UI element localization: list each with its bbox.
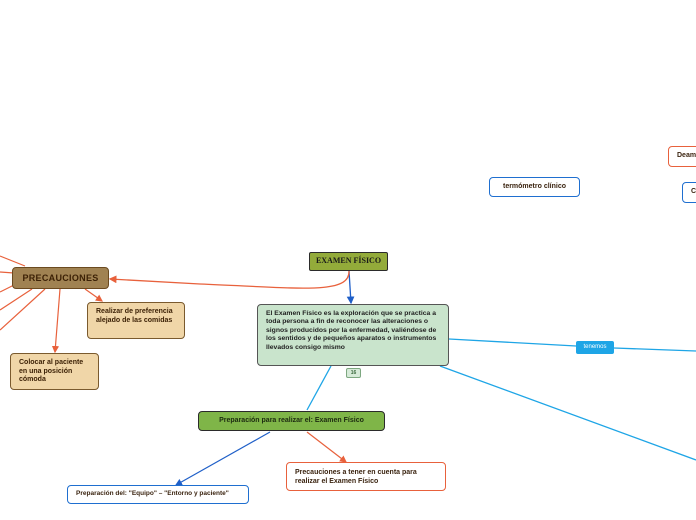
precauciones-label: PRECAUCIONES xyxy=(22,272,99,283)
colocar-label: Colocar al paciente en una posición cómo… xyxy=(19,359,84,383)
link-precauciones-offscreen-1 xyxy=(0,255,26,267)
link-precauciones-offscreen-4 xyxy=(0,288,33,311)
link-precauciones-offscreen-5 xyxy=(0,288,46,331)
termometro-label: termómetro clínico xyxy=(502,182,566,190)
partial-node-c-label: C xyxy=(691,188,696,196)
partial-node-c[interactable]: C xyxy=(682,182,696,203)
partial-node-deam-label: Deam xyxy=(677,152,696,160)
precauciones-node[interactable]: PRECAUCIONES xyxy=(12,267,109,289)
definition-node[interactable]: El Examen Físico es la exploración que s… xyxy=(257,304,449,366)
link-precauciones-offscreen-2 xyxy=(0,271,15,274)
link-definition-to-prep xyxy=(306,365,332,411)
link-precauciones-to-colocar xyxy=(51,288,61,354)
preparation-node[interactable]: Preparación para realizar el: Examen Fís… xyxy=(198,411,385,431)
link-tenemos-offscreen xyxy=(613,347,696,352)
termometro-node[interactable]: termómetro clínico xyxy=(489,177,580,197)
precauciones-tener-node[interactable]: Precauciones a tener en cuenta para real… xyxy=(286,462,446,491)
link-precauciones-to-realizar xyxy=(84,288,103,302)
link-definition-tenemos xyxy=(448,338,577,347)
equipo-entorno-label: Preparación del: "Equipo" – "Entorno y p… xyxy=(76,490,229,498)
link-prep-to-equipo xyxy=(174,431,271,486)
colocar-node[interactable]: Colocar al paciente en una posición cómo… xyxy=(10,353,99,390)
equipo-entorno-node[interactable]: Preparación del: "Equipo" – "Entorno y p… xyxy=(67,485,249,504)
link-definition-offscreen xyxy=(439,365,696,461)
link-root-to-definition xyxy=(346,270,355,305)
link-label-tenemos[interactable]: tenemos xyxy=(576,341,614,354)
root-node-examen-fisico[interactable]: EXAMEN FÍSICO xyxy=(309,252,388,271)
definition-count-badge[interactable]: 16 xyxy=(346,368,361,378)
root-node-label: EXAMEN FÍSICO xyxy=(315,256,382,266)
link-precauciones-offscreen-3 xyxy=(0,284,15,293)
realizar-node[interactable]: Realizar de preferencia alejado de las c… xyxy=(87,302,185,339)
link-prep-to-precauciones-tener xyxy=(306,431,347,463)
link-root-to-precauciones xyxy=(108,270,350,289)
preparation-label: Preparación para realizar el: Examen Fís… xyxy=(219,416,364,424)
definition-text: El Examen Físico es la exploración que s… xyxy=(266,310,437,351)
precauciones-tener-label: Precauciones a tener en cuenta para real… xyxy=(295,469,417,485)
realizar-label: Realizar de preferencia alejado de las c… xyxy=(96,308,173,324)
partial-node-deam[interactable]: Deam xyxy=(668,146,696,167)
